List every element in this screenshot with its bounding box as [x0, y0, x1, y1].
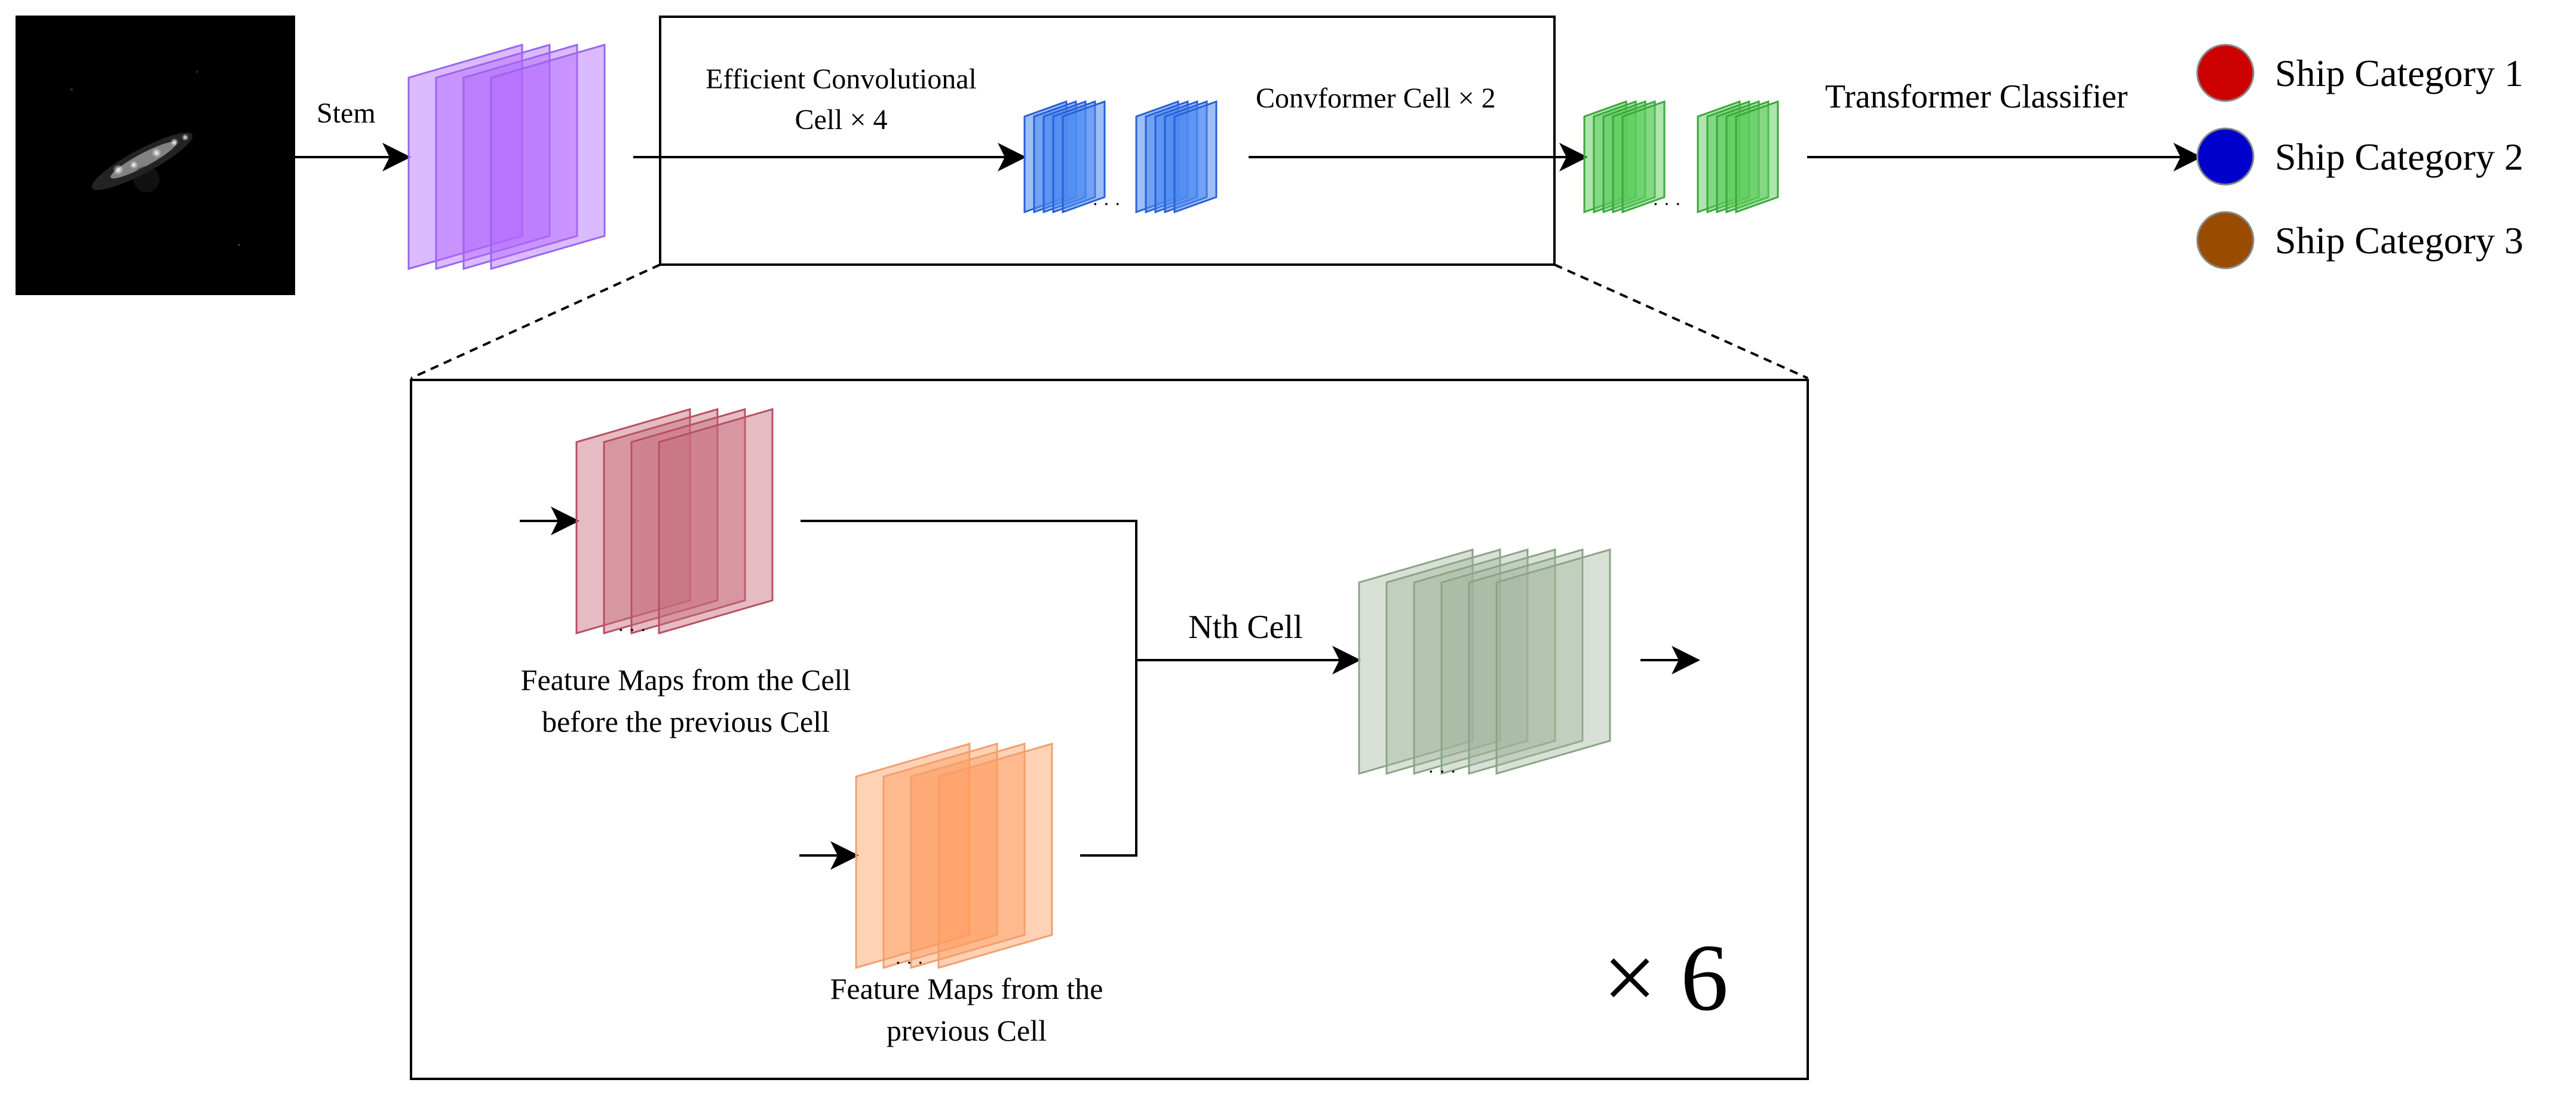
connector-prev2-to-merge [801, 520, 1137, 857]
cell-detail-box [410, 379, 1809, 1080]
label-prev2-line1: Feature Maps from the Cell [521, 663, 851, 697]
category-legend: Ship Category 1 Ship Category 2 Ship Categ… [2196, 44, 2523, 269]
stem-feature-maps [407, 44, 606, 270]
label-prev2-line2: before the previous Cell [542, 705, 830, 738]
convformer-map-a-5 [1621, 100, 1666, 214]
prev-map-4 [937, 743, 1053, 969]
ellipsis-nth: · · · [1428, 760, 1456, 782]
stem-map-4 [490, 44, 606, 270]
legend-label-2: Ship Category 2 [2275, 136, 2523, 178]
zoom-line-left [410, 263, 661, 379]
zoom-line-right [1554, 263, 1808, 379]
legend-marker-2 [2196, 127, 2255, 186]
ellipsis-prev2: · · · [618, 619, 646, 640]
nth-map-6 [1495, 548, 1611, 775]
label-efficient-cell-line2: Cell × 4 [795, 104, 887, 136]
ellipsis-convformer: · · · [1652, 193, 1681, 214]
convformer-feature-maps [1583, 100, 1779, 214]
input-image [16, 16, 295, 295]
label-efficient-cell-line1: Efficient Convolutional [706, 63, 977, 95]
legend-label-3: Ship Category 3 [2275, 219, 2523, 262]
ellipsis-prev: · · · [895, 952, 924, 973]
label-prev-line2: previous Cell [887, 1014, 1047, 1047]
legend-marker-1 [2196, 44, 2255, 102]
label-prev-line1: Feature Maps from the [830, 972, 1103, 1005]
label-stem: Stem [317, 97, 376, 129]
efficient-feature-maps [1023, 100, 1218, 214]
prev2-map-4 [658, 408, 774, 634]
ship-target [70, 70, 240, 246]
legend-label-1: Ship Category 1 [2275, 52, 2523, 94]
ellipsis-efficient: · · · [1092, 193, 1121, 214]
nth-cell-feature-maps [1358, 548, 1611, 775]
convformer-map-b-5 [1735, 100, 1779, 214]
prev-feature-maps [855, 743, 1053, 969]
prev2-feature-maps [575, 408, 774, 634]
legend-marker-3 [2196, 211, 2255, 269]
efficient-map-a-5 [1062, 100, 1106, 214]
efficient-cell-module-box [659, 16, 1556, 266]
label-repeat-times: × 6 [1603, 924, 1728, 1030]
label-transformer-classifier: Transformer Classifier [1825, 78, 2128, 115]
efficient-map-b-5 [1173, 100, 1218, 214]
label-convformer-cell: Convformer Cell × 2 [1256, 82, 1496, 114]
label-nth-cell: Nth Cell [1188, 609, 1302, 646]
